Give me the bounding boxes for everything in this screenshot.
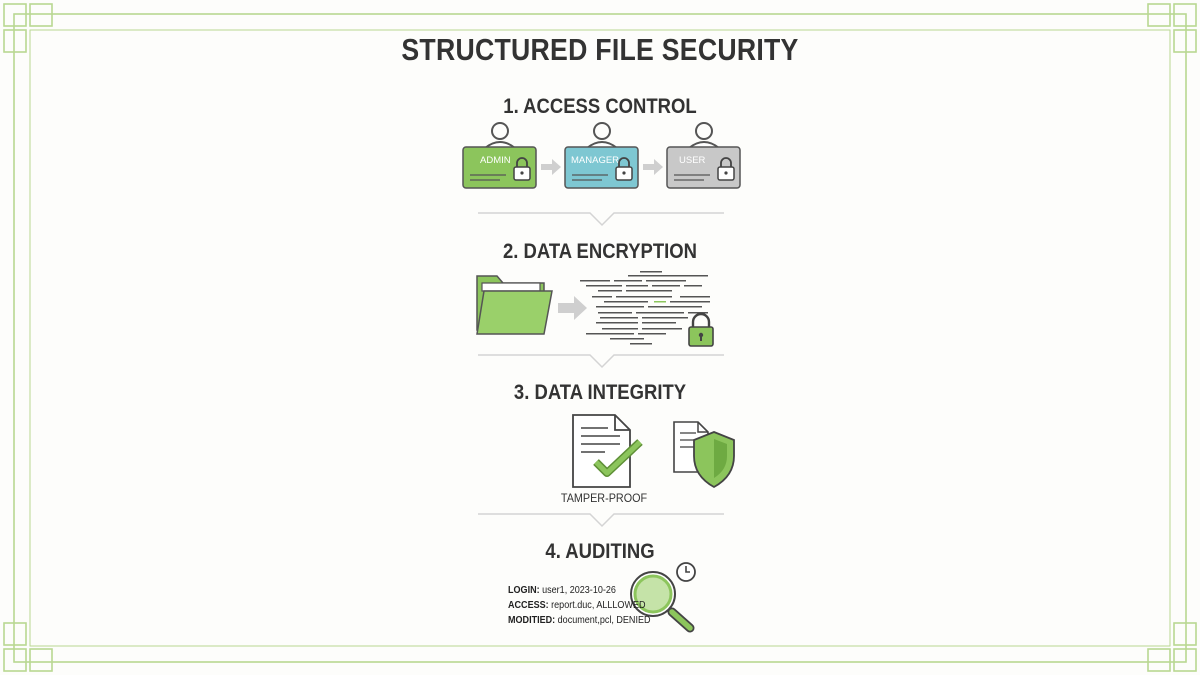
arrow-right-icon (643, 159, 663, 175)
section-divider (478, 212, 724, 528)
arrow-right-icon (541, 159, 561, 175)
audit-log-key: MODITIED: (508, 614, 556, 626)
audit-log-value: document,pcl, DENIED (555, 614, 651, 626)
audit-log: LOGIN: user1, 2023-10-26 ACCESS: report.… (508, 583, 651, 628)
audit-log-entry: MODITIED: document,pcl, DENIED (508, 613, 651, 628)
section-heading-data-integrity: 3. DATA INTEGRITY (513, 381, 687, 404)
audit-log-entry: ACCESS: report.duc, ALLLOWED (508, 598, 646, 613)
role-label-user: USER (679, 155, 706, 166)
encrypted-data-icon (580, 271, 710, 345)
padlock-icon (717, 157, 735, 181)
audit-log-value: report.duc, ALLLOWED (548, 599, 646, 611)
section-heading-data-encryption: 2. DATA ENCRYPTION (502, 240, 698, 263)
padlock-icon (688, 312, 714, 347)
audit-log-key: ACCESS: (508, 599, 549, 611)
page-title: STRUCTURED FILE SECURITY (401, 32, 799, 67)
padlock-icon (615, 157, 633, 181)
tamper-proof-caption: TAMPER-PROOF (560, 491, 648, 505)
section-heading-access-control: 1. ACCESS CONTROL (503, 95, 697, 118)
role-card-admin: ADMIN (462, 122, 537, 189)
role-label-manager: MANAGER (571, 155, 619, 166)
audit-log-entry: LOGIN: user1, 2023-10-26 (508, 583, 646, 598)
audit-log-value: user1, 2023-10-26 (539, 584, 616, 596)
clock-icon (676, 562, 696, 582)
section-heading-auditing: 4. AUDITING (545, 540, 655, 563)
document-check-icon (572, 414, 643, 488)
folder-icon (476, 275, 553, 335)
document-shield-icon (673, 421, 735, 489)
padlock-icon (513, 157, 531, 181)
role-label-admin: ADMIN (480, 155, 511, 166)
arrow-right-icon (558, 296, 587, 320)
role-card-manager: MANAGER (564, 122, 639, 189)
magnifier-icon (630, 571, 695, 633)
role-card-user: USER (666, 122, 741, 189)
audit-log-key: LOGIN: (508, 584, 540, 596)
